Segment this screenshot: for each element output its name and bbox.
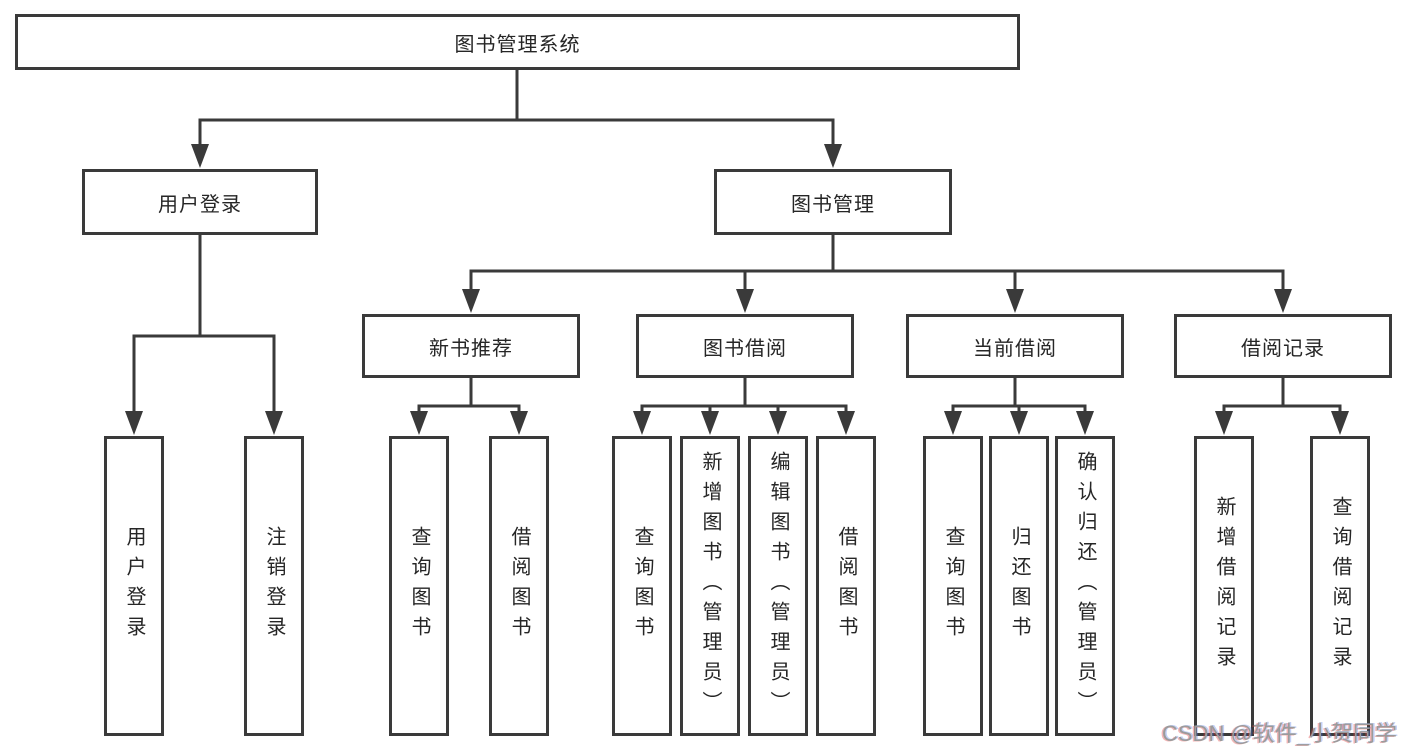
leaf-newbooks-query: 查询图书 (389, 436, 449, 736)
leaf-borrow-query-label: 查询图书 (631, 526, 653, 646)
node-user-login: 用户登录 (82, 169, 318, 235)
edge-bookborrow-to-leaves (640, 378, 848, 412)
leaf-user-login-label: 用户登录 (123, 526, 145, 646)
node-root-label: 图书管理系统 (454, 33, 581, 56)
node-new-book-recommend-label: 新书推荐 (429, 337, 513, 360)
node-borrow-records: 借阅记录 (1174, 314, 1392, 378)
leaf-user-login: 用户登录 (104, 436, 164, 736)
node-book-management-label: 图书管理 (791, 193, 875, 216)
edge-records-to-leaves (1222, 378, 1342, 412)
node-current-borrow: 当前借阅 (906, 314, 1124, 378)
edge-bookmgmt-to-level3 (469, 235, 1285, 290)
node-user-login-label: 用户登录 (158, 193, 242, 216)
leaf-borrow-add-admin: 新增图书（管理员） (680, 436, 740, 736)
leaf-records-add-label: 新增借阅记录 (1213, 496, 1235, 676)
leaf-records-query-label: 查询借阅记录 (1329, 496, 1351, 676)
leaf-borrow-query: 查询图书 (612, 436, 672, 736)
leaf-current-confirm-admin: 确认归还（管理员） (1055, 436, 1115, 736)
node-book-management: 图书管理 (714, 169, 952, 235)
leaf-current-query: 查询图书 (923, 436, 983, 736)
edge-newbooks-to-leaves (417, 378, 521, 412)
arrowheads (125, 144, 1349, 435)
leaf-borrow-borrow: 借阅图书 (816, 436, 876, 736)
leaf-borrow-edit-admin: 编辑图书（管理员） (748, 436, 808, 736)
node-borrow-records-label: 借阅记录 (1241, 337, 1325, 360)
leaf-newbooks-query-label: 查询图书 (408, 526, 430, 646)
leaf-current-query-label: 查询图书 (942, 526, 964, 646)
node-root-system: 图书管理系统 (15, 14, 1020, 70)
node-current-borrow-label: 当前借阅 (973, 337, 1057, 360)
leaf-records-add: 新增借阅记录 (1194, 436, 1254, 736)
leaf-records-query: 查询借阅记录 (1310, 436, 1370, 736)
leaf-logout-label: 注销登录 (263, 526, 285, 646)
node-book-borrow: 图书借阅 (636, 314, 854, 378)
edge-currentborrow-to-leaves (951, 378, 1087, 412)
edge-root-to-level2 (198, 70, 835, 147)
node-new-book-recommend: 新书推荐 (362, 314, 580, 378)
edge-userlogin-to-leaves (132, 235, 276, 412)
node-book-borrow-label: 图书借阅 (703, 337, 787, 360)
leaf-borrow-borrow-label: 借阅图书 (835, 526, 857, 646)
leaf-current-return-label: 归还图书 (1008, 526, 1030, 646)
watermark: CSDN @软件_小贺同学 (1162, 721, 1398, 746)
leaf-newbooks-borrow: 借阅图书 (489, 436, 549, 736)
leaf-borrow-edit-admin-label: 编辑图书（管理员） (767, 451, 789, 721)
leaf-current-confirm-admin-label: 确认归还（管理员） (1074, 451, 1096, 721)
leaf-newbooks-borrow-label: 借阅图书 (508, 526, 530, 646)
leaf-borrow-add-admin-label: 新增图书（管理员） (699, 451, 721, 721)
leaf-current-return: 归还图书 (989, 436, 1049, 736)
leaf-logout: 注销登录 (244, 436, 304, 736)
